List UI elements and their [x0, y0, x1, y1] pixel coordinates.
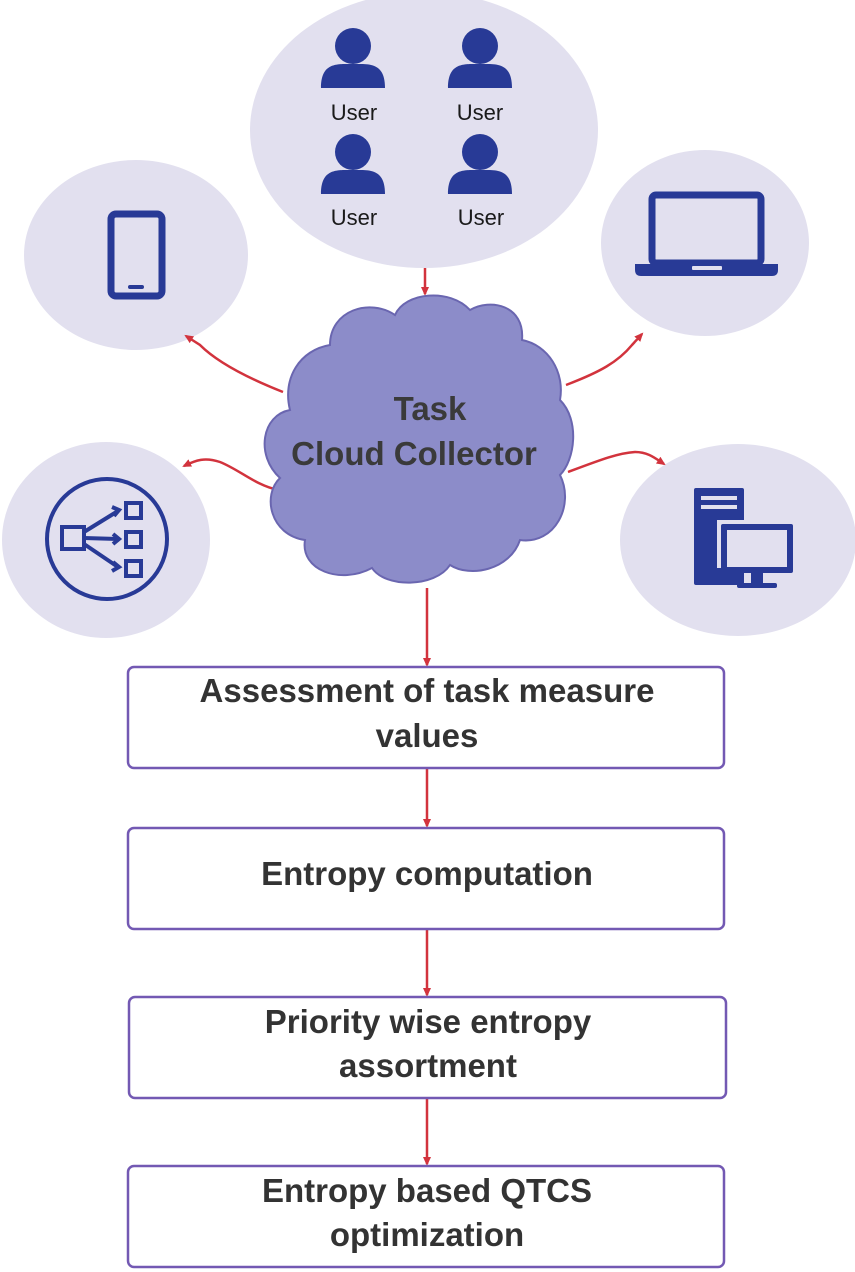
step-qtcs-optimization: Entropy based QTCS optimization — [126, 1164, 726, 1269]
tablet-ellipse — [24, 160, 248, 350]
user-label: User — [457, 100, 503, 125]
step-label-line2: assortment — [339, 1047, 517, 1084]
tablet-device — [24, 160, 248, 350]
step-entropy-computation: Entropy computation — [126, 826, 726, 931]
user-label: User — [331, 100, 377, 125]
connector-arrows — [182, 268, 666, 492]
user-label: User — [331, 205, 377, 230]
cloud-title-line1: Task — [394, 390, 467, 427]
workflow-icon — [45, 477, 169, 601]
arrow-cloud-to-desktop — [567, 450, 666, 474]
step-box — [126, 665, 726, 770]
step-box — [126, 1164, 726, 1269]
laptop-device — [601, 150, 809, 336]
arrow-cloud-to-workflow — [182, 458, 279, 492]
user-label: User — [458, 205, 504, 230]
users-ellipse — [250, 0, 598, 268]
step-label-line1: Assessment of task measure — [200, 672, 655, 709]
desktop-computer-icon — [694, 488, 793, 588]
arrow-cloud-to-laptop — [565, 332, 644, 387]
users-group: User User User User — [250, 0, 598, 268]
step-box — [127, 995, 728, 1100]
step-label-line1: Entropy based QTCS — [262, 1172, 592, 1209]
cloud-shape — [263, 294, 575, 584]
task-cloud-collector: Task Cloud Collector — [263, 294, 575, 584]
tablet-icon — [107, 210, 166, 300]
step-assessment: Assessment of task measure values — [126, 665, 726, 770]
step-box — [126, 826, 726, 931]
step-label-line2: optimization — [330, 1216, 524, 1253]
step-label-line2: values — [376, 717, 479, 754]
laptop-ellipse — [601, 150, 809, 336]
cloud-title-line2: Cloud Collector — [291, 435, 537, 472]
arrow-cloud-to-tablet — [184, 334, 284, 394]
step-label-line1: Priority wise entropy — [265, 1003, 592, 1040]
step-priority-assortment: Priority wise entropy assortment — [127, 995, 728, 1100]
laptop-icon — [635, 191, 778, 276]
step-label-line1: Entropy computation — [261, 855, 593, 892]
workflow-device — [2, 442, 210, 638]
desktop-device — [620, 444, 855, 636]
